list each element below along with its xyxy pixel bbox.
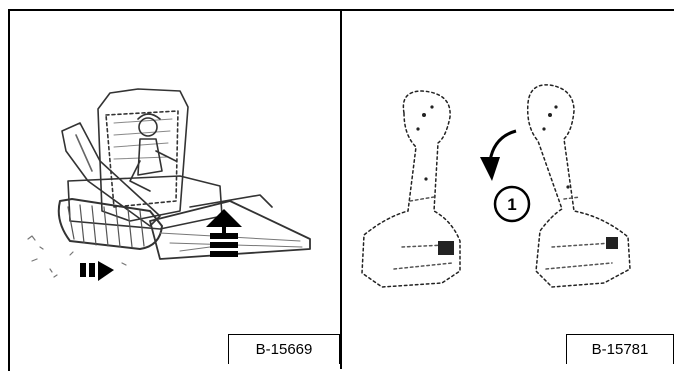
skid-steer-loader-operator-icon bbox=[10, 11, 340, 367]
figure-reference-label: B-15669 bbox=[228, 334, 340, 364]
callout-number: 1 bbox=[507, 195, 516, 214]
figure-panel-right: 1 bbox=[342, 11, 674, 367]
figure-reference-label: B-15781 bbox=[566, 334, 674, 364]
figure-panel-left bbox=[10, 11, 340, 367]
control-joysticks-icon: 1 bbox=[342, 11, 674, 367]
